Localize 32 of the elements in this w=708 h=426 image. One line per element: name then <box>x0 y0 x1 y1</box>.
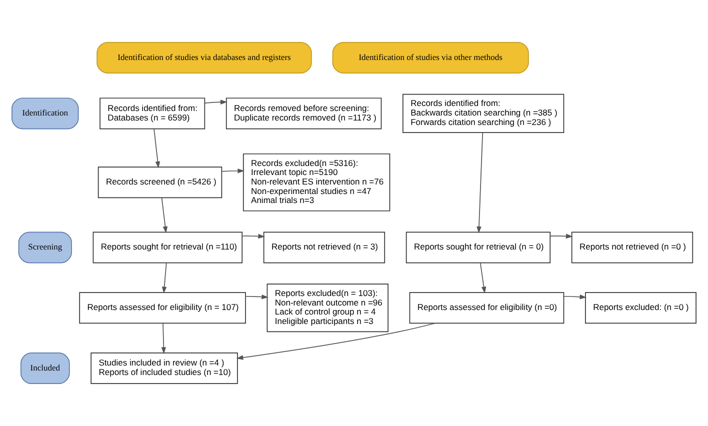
node-box: Reports sought for retrieval (n =110) <box>92 232 243 264</box>
node-box: Reports excluded(n = 103): Non-relevant outcome n =96 Lack of control group n = 4 Ineligible participants n =3 <box>266 284 388 332</box>
node-box: Identification of studies via other methods <box>332 42 529 74</box>
node-box: Reports assessed for eligibility (n =0) <box>409 292 564 324</box>
node-box: Records removed before screening: Duplicate records removed (n =1173 ) <box>226 98 382 130</box>
node-box: Included <box>20 352 70 384</box>
node-box: Reports not retrieved (n =0 ) <box>571 232 694 264</box>
arrow <box>564 294 587 300</box>
node-box: Records screened (n =5426 ) <box>98 166 222 198</box>
arrow <box>154 128 160 168</box>
arrow <box>245 294 268 300</box>
arrow <box>236 322 436 360</box>
node-box: Reports sought for retrieval (n = 0) <box>406 232 551 264</box>
node-box: Identification <box>12 98 79 130</box>
node-box: Records excluded(n =5316): Irrelevant topic n=5190 Non-relevant ES intervention n =76 Non-experimental studies n =47 Animal trials n=3 <box>242 153 390 212</box>
node-box: Reports excluded: (n =0 ) <box>585 292 696 324</box>
node-box: Records identified from: Databases (n = 6599) <box>100 98 206 130</box>
node-box: Records identified from: Backwards citation searching (n =385 ) Forwards citation searching (n =236 ) <box>402 94 564 134</box>
arrow <box>480 262 486 294</box>
arrow <box>476 132 484 234</box>
node-box: Reports assessed for eligibility (n = 107) <box>79 292 246 324</box>
node-box: Reports not retrieved (n = 3) <box>263 232 386 264</box>
arrow <box>242 234 265 239</box>
arrow <box>550 234 573 239</box>
arrow <box>162 262 167 294</box>
node-box: Screening <box>18 232 72 264</box>
arrow <box>161 198 168 234</box>
node-box: Identification of studies via databases and registers <box>96 42 312 74</box>
arrow <box>161 322 166 354</box>
node-box: Studies included in review (n =4 ) Reports of included studies (n =10) <box>90 352 238 384</box>
arrow <box>221 168 245 174</box>
arrow <box>204 100 228 104</box>
